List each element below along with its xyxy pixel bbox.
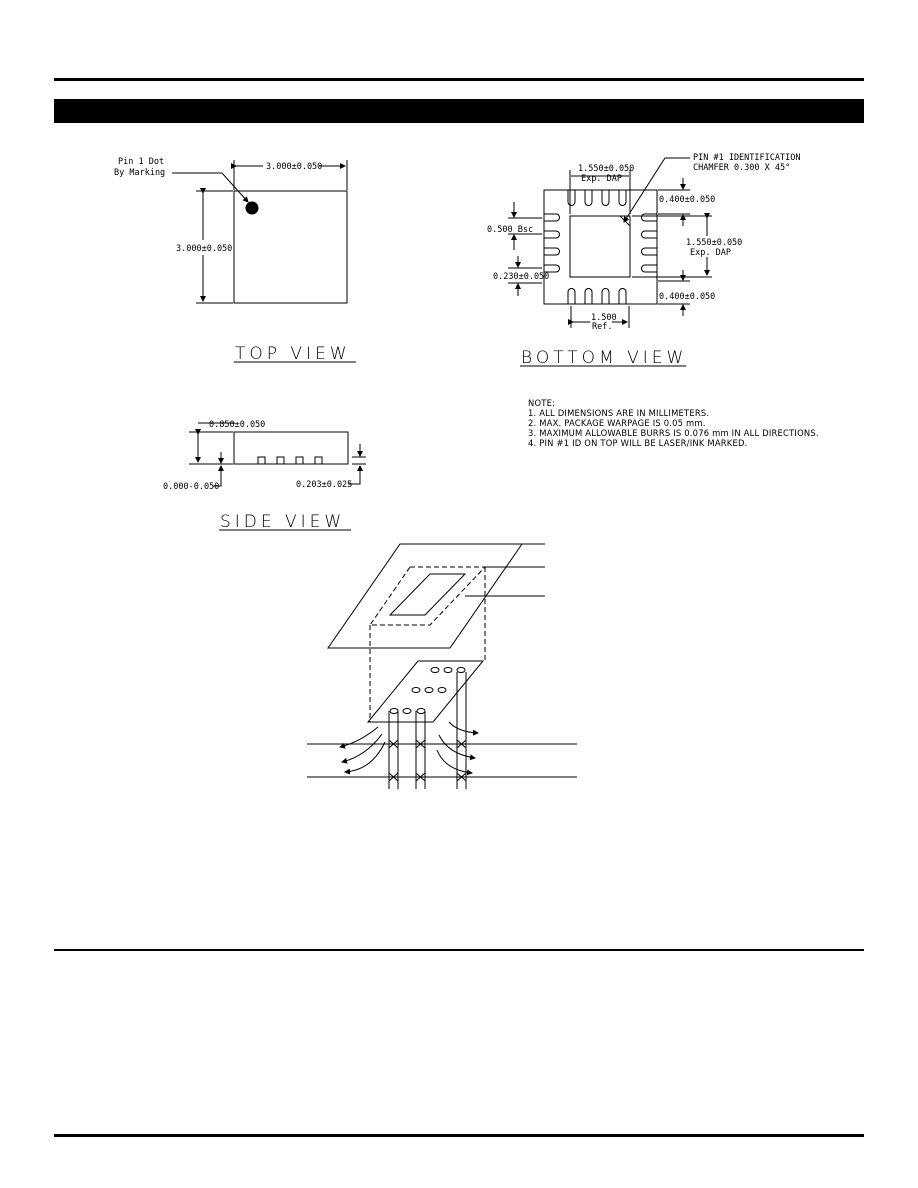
left-leads: [544, 213, 560, 273]
top-width-dim: 3.000±0.050: [266, 162, 322, 172]
lead-length-bottom: 0.400±0.050: [659, 292, 715, 302]
bottom-view: [508, 157, 712, 328]
side-height-dim: 0.850±0.050: [209, 420, 265, 430]
header-rule: [54, 78, 864, 81]
dap-height-line1: 1.550±0.050: [686, 238, 742, 248]
pin1-label-line2: By Marking: [114, 168, 165, 178]
dap-height-line2: Exp. DAP: [690, 248, 731, 258]
dap-width-line1: 1.550±0.050: [578, 164, 634, 174]
dap-width-line2: Exp. DAP: [581, 174, 622, 184]
pitch-dim: 0.500 Bsc: [487, 225, 533, 235]
header-band: [54, 99, 864, 123]
heat-flow-arrow-right-2: [438, 734, 476, 761]
solder-mask-outline: [369, 566, 487, 626]
pin1-id-line1: PIN #1 IDENTIFICATION: [693, 153, 800, 163]
side-view-title: SIDE VIEW: [220, 512, 345, 532]
right-leads: [641, 213, 657, 273]
top-view-title: TOP VIEW: [235, 344, 351, 364]
bottom-rule: [54, 1134, 864, 1137]
note-item-3: 3. MAXIMUM ALLOWABLE BURRS IS 0.076 mm I…: [528, 428, 819, 438]
thermal-vias: [388, 672, 467, 789]
heat-flow-arrow-left-3: [344, 741, 386, 775]
lead-width-dim: 0.230±0.050: [493, 272, 549, 282]
bottom-view-body: [543, 189, 658, 305]
lead-length-top: 0.400±0.050: [659, 195, 715, 205]
ref-dim-line2: Ref.: [592, 322, 612, 332]
footer-divider: [54, 949, 864, 951]
side-lead-thickness-dim: 0.203±0.025: [296, 480, 352, 490]
note-item-1: 1. ALL DIMENSIONS ARE IN MILLIMETERS.: [528, 408, 709, 418]
heat-flow-arrow-left-2: [341, 733, 383, 764]
notes-heading: NOTE:: [528, 398, 555, 408]
pcb-board: [366, 660, 485, 723]
heat-flow-arrow-right-3: [436, 749, 473, 776]
ref-dim-line1: 1.500: [591, 313, 617, 323]
bottom-leads: [567, 288, 627, 304]
top-leads: [567, 190, 627, 206]
top-view: [172, 160, 348, 304]
land-pattern-plate: [327, 543, 523, 649]
exposed-pad-opening: [388, 573, 467, 616]
top-view-body: [233, 190, 348, 304]
bottom-view-title: BOTTOM VIEW: [521, 348, 687, 368]
note-item-4: 4. PIN #1 ID ON TOP WILL BE LASER/INK MA…: [528, 438, 747, 448]
heat-flow-arrow-right-1: [448, 721, 479, 736]
thermal-via-diagram: [307, 543, 577, 789]
pin1-dot-icon: [245, 201, 259, 215]
top-height-dim: 3.000±0.050: [176, 244, 232, 254]
side-standoff-dim: 0.000-0.050: [163, 482, 219, 492]
side-view: [189, 422, 366, 487]
pin1-label-line1: Pin 1 Dot: [118, 157, 164, 167]
pin1-id-line2: CHAMFER 0.300 X 45°: [693, 163, 790, 173]
heat-flow-arrow-left-1: [339, 726, 379, 749]
exposed-dap: [569, 215, 631, 278]
side-view-body: [233, 431, 349, 465]
note-item-2: 2. MAX. PACKAGE WARPAGE IS 0.05 mm.: [528, 418, 706, 428]
